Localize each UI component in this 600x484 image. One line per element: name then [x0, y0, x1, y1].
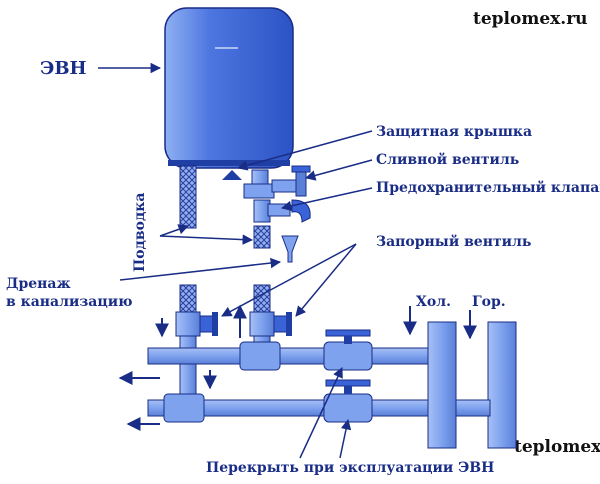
drain-valve [271, 165, 311, 197]
label-shutoff-valve: Запорный вентиль [376, 233, 531, 250]
label-supply: Подводка [132, 193, 148, 272]
label-hot: Гор. [472, 294, 506, 310]
label-drainage-1: Дренаж [6, 276, 71, 292]
supply-hose-lower-right [253, 284, 271, 314]
label-evn: ЭВН [40, 58, 87, 79]
drain-funnel [281, 235, 299, 263]
tee-lower [163, 393, 205, 423]
label-safety-valve: Предохранительный клапан [376, 179, 600, 196]
ball-valve-upper [323, 329, 373, 371]
shutoff-valve-right [249, 311, 292, 337]
label-drain-valve: Сливной вентиль [376, 151, 519, 168]
pipe-upper [147, 347, 435, 365]
cold-collector [427, 321, 457, 449]
site-watermark: teplomex.ru [473, 9, 588, 29]
label-cold: Хол. [416, 294, 451, 310]
supply-hose-lower-left [179, 284, 197, 314]
supply-hose-right [253, 225, 271, 249]
water-heater-tank [164, 7, 294, 169]
shutoff-valve-left [175, 311, 218, 337]
tee-upper [239, 341, 281, 371]
ball-valve-lower [323, 379, 373, 423]
label-close-note: Перекрыть при эксплуатации ЭВН [206, 460, 494, 476]
label-protective-cover: Защитная крышка [376, 124, 532, 140]
supply-hose-left [179, 165, 197, 229]
site-watermark-bottom: teplomex.ru [514, 437, 600, 457]
label-drainage-2: в канализацию [6, 294, 132, 310]
protective-cover [222, 170, 242, 180]
hot-collector [487, 321, 517, 449]
